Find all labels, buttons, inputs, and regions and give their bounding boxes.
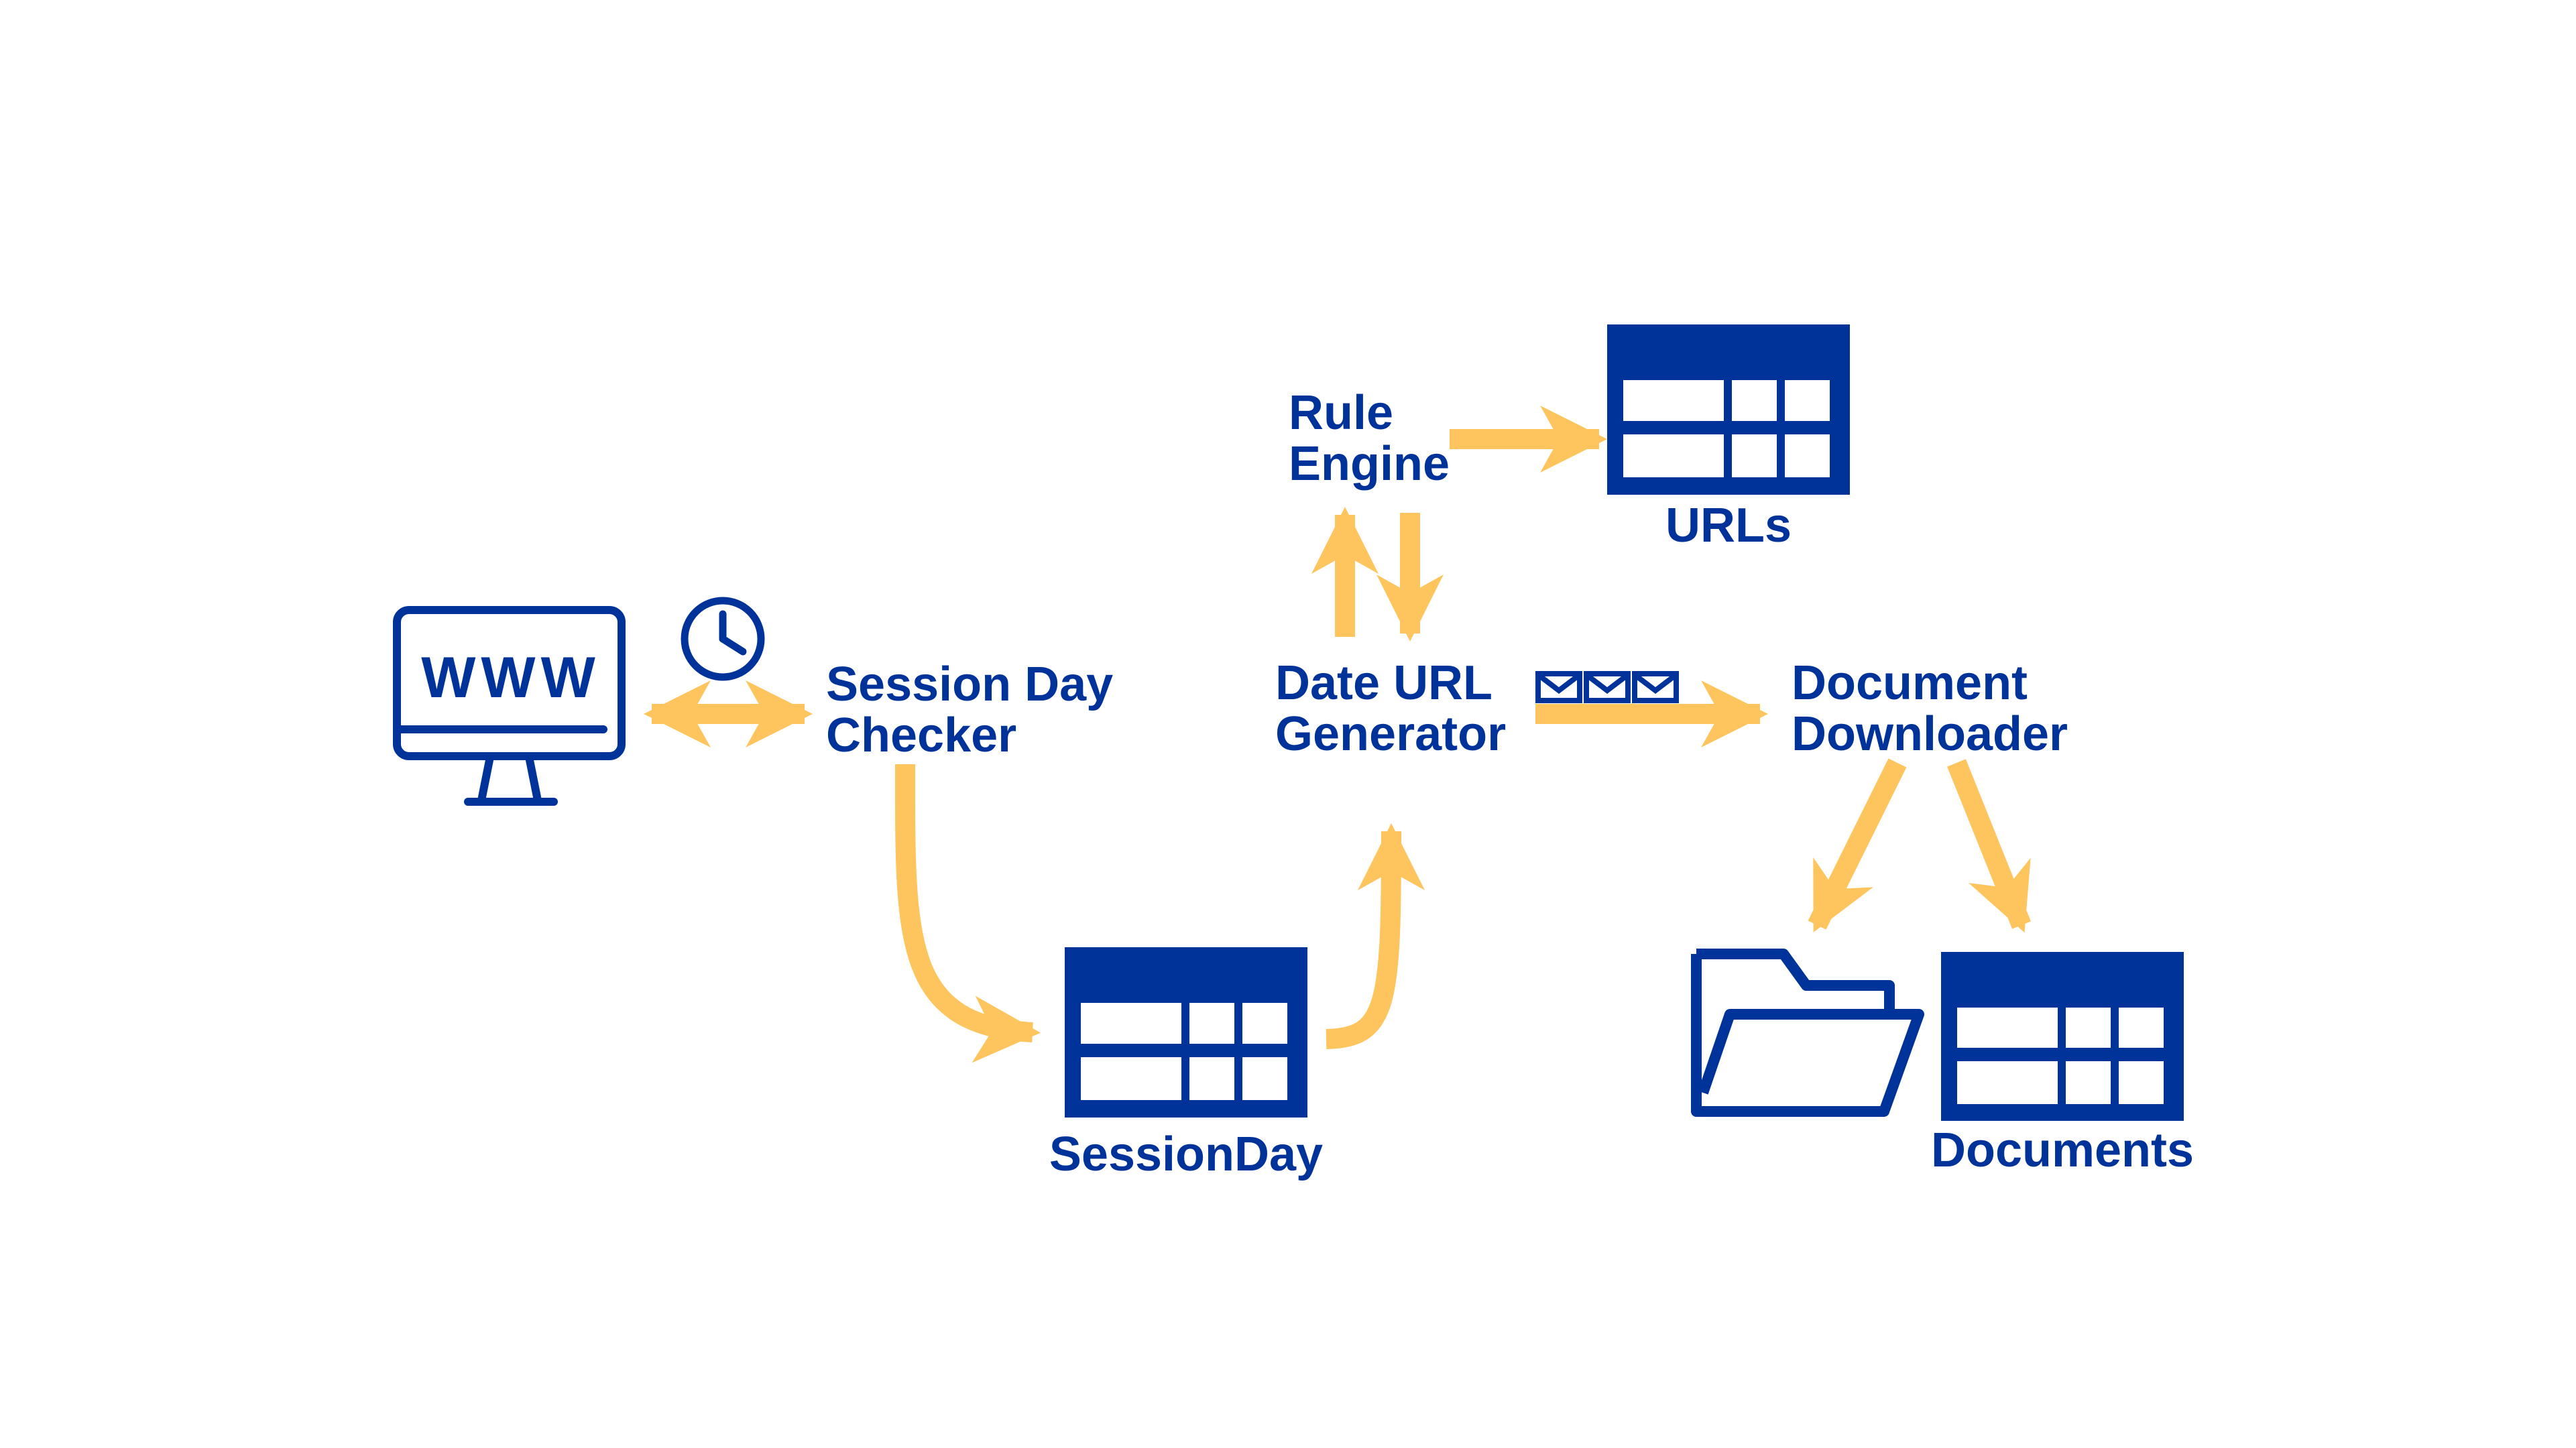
document-downloader-line1: Document [1792, 656, 2028, 710]
date-url-generator-label: Date URL Generator [1275, 658, 1506, 760]
date-url-generator-line2: Generator [1275, 707, 1507, 761]
arrow-downloader-documents [1947, 759, 2031, 933]
documents-table-text: Documents [1930, 1124, 2194, 1177]
envelope-icon [1584, 671, 1631, 703]
arrow-downloader-folder [1808, 758, 1907, 932]
document-downloader-label: Document Downloader [1792, 658, 2068, 760]
urls-table-label: URLs [1594, 500, 1863, 551]
rule-engine-label: Rule Engine [1289, 387, 1450, 489]
clock-icon [681, 597, 765, 681]
website-label: WWW [421, 646, 601, 710]
monitor-www-icon: WWW [393, 606, 626, 806]
session-day-checker-line2: Checker [826, 709, 1017, 762]
documents-table-label: Documents [1895, 1125, 2230, 1176]
urls-table-text: URLs [1665, 499, 1792, 552]
rule-engine-line2: Engine [1289, 437, 1450, 491]
session-day-checker-line1: Session Day [826, 658, 1114, 711]
table-icon [1607, 324, 1850, 495]
rule-engine-line1: Rule [1289, 386, 1394, 440]
session-day-table-text: SessionDay [1049, 1128, 1324, 1181]
document-downloader-line2: Downloader [1792, 707, 2068, 761]
arrow-sessionday-generator [1326, 823, 1425, 1049]
envelope-icon [1535, 671, 1582, 703]
table-icon [1941, 952, 2184, 1121]
date-url-generator-line1: Date URL [1275, 656, 1493, 710]
arrow-checker-sessionday [894, 764, 1041, 1063]
session-day-table-label: SessionDay [1018, 1129, 1354, 1180]
table-icon [1065, 947, 1307, 1118]
session-day-checker-label: Session Day Checker [826, 659, 1113, 761]
envelope-icon [1632, 671, 1679, 703]
folder-icon [1691, 949, 1924, 1117]
